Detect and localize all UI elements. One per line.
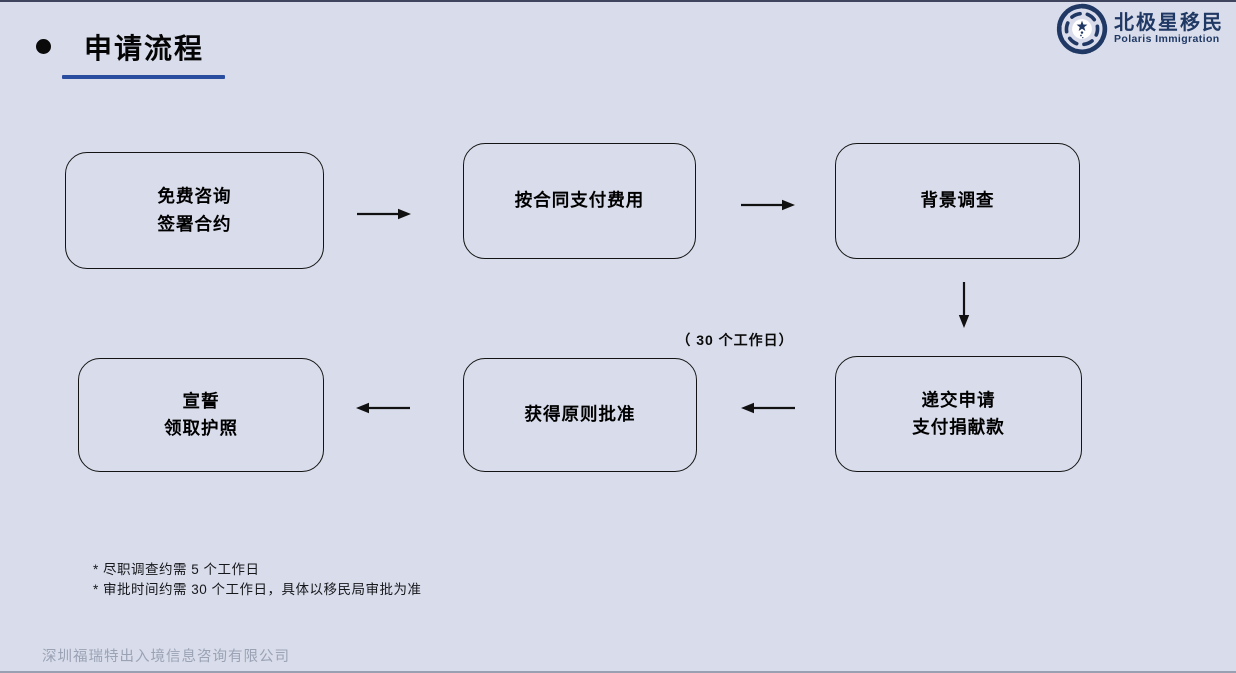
flow-step-oath-passport: 宣誓 领取护照 <box>78 358 324 472</box>
arrow-down-step3-step4-icon <box>958 282 970 328</box>
title-bullet-icon <box>36 39 51 54</box>
flow-step-pay-contract: 按合同支付费用 <box>463 143 696 259</box>
flow-step-submit-application: 递交申请 支付捐献款 <box>835 356 1082 472</box>
flow-step-label: 递交申请 支付捐献款 <box>912 389 1005 437</box>
flow-step-label: 背景调查 <box>920 190 995 211</box>
logo-text: 北极星移民 Polaris Immigration <box>1114 11 1224 45</box>
footnotes: * 尽职调查约需 5 个工作日 * 审批时间约需 30 个工作日，具体以移民局审… <box>93 560 422 599</box>
top-edge-line <box>0 0 1236 2</box>
logo-name-en: Polaris Immigration <box>1114 32 1220 45</box>
duration-note: （ 30 个工作日） <box>676 332 794 348</box>
flow-step-free-consult: 免费咨询 签署合约 <box>65 152 324 269</box>
arrow-left-step5-step6-icon <box>356 402 410 414</box>
company-logo: 北极星移民 Polaris Immigration <box>1056 3 1224 55</box>
arrow-left-step4-step5-icon <box>741 402 795 414</box>
footnote-line: * 审批时间约需 30 个工作日，具体以移民局审批为准 <box>93 581 422 597</box>
company-footer: 深圳福瑞特出入境信息咨询有限公司 <box>42 649 290 665</box>
arrow-right-step2-step3-icon <box>741 199 795 211</box>
title-underline <box>62 75 225 79</box>
arrow-right-step1-step2-icon <box>357 208 411 220</box>
flow-step-label: 免费咨询 签署合约 <box>157 186 232 234</box>
flow-step-label: 按合同支付费用 <box>514 190 645 211</box>
bottom-edge-line <box>0 671 1236 673</box>
flow-step-principle-approval: 获得原则批准 <box>463 358 697 472</box>
flow-step-label: 宣誓 领取护照 <box>164 390 238 438</box>
flow-step-label: 获得原则批准 <box>524 404 636 425</box>
footnote-line: * 尽职调查约需 5 个工作日 <box>93 562 260 577</box>
logo-name-zh: 北极星移民 <box>1114 11 1224 34</box>
flow-step-background-check: 背景调查 <box>835 143 1080 259</box>
polaris-swirl-icon <box>1056 3 1108 55</box>
page-title: 申请流程 <box>84 33 205 64</box>
